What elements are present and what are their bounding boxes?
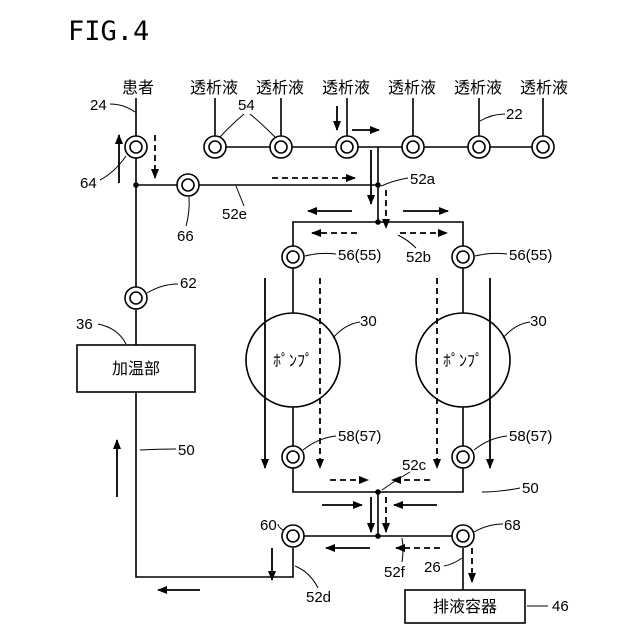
leader-line-52c xyxy=(382,472,410,490)
dialysate-label-5: 透析液 xyxy=(454,78,502,97)
leader-line-50-right xyxy=(482,488,520,492)
valve-54-5 xyxy=(468,136,490,158)
leader-line-26 xyxy=(444,558,462,566)
patient-label: 患者 xyxy=(122,78,154,97)
dialysate-label-6: 透析液 xyxy=(520,78,568,97)
dialysate-label-2: 透析液 xyxy=(256,78,304,97)
ref-66: 66 xyxy=(177,228,194,245)
leader-line-56-left xyxy=(305,253,336,256)
valve-54-1 xyxy=(204,136,226,158)
leader-line-62 xyxy=(147,284,178,293)
ref-46: 46 xyxy=(552,598,569,615)
leader-line-30-right xyxy=(503,322,530,338)
ref-56-left: 56(55) xyxy=(338,247,381,264)
ref-52a: 52a xyxy=(410,171,436,188)
junction-dot-52c xyxy=(375,489,381,495)
junction-dot-52f xyxy=(375,533,381,539)
ref-30-left: 30 xyxy=(360,313,377,330)
valve-54-4 xyxy=(402,136,424,158)
leader-line-54 xyxy=(220,114,275,137)
ref-60: 60 xyxy=(260,517,277,534)
ref-52e: 52e xyxy=(222,206,247,223)
valve-56-left xyxy=(282,246,304,268)
leader-line-50-left xyxy=(140,449,176,450)
leader-line-68 xyxy=(474,524,503,532)
valve-54-6 xyxy=(532,136,554,158)
ref-56-right: 56(55) xyxy=(509,247,552,264)
leader-line-24 xyxy=(110,104,135,112)
valve-60 xyxy=(282,525,304,547)
figure-label: FIG.4 xyxy=(68,16,149,47)
leader-line-52f xyxy=(402,538,403,562)
ref-62: 62 xyxy=(180,275,197,292)
heater-label: 加温部 xyxy=(112,359,160,378)
pump-left-label: ﾎﾟﾝﾌﾟ xyxy=(273,351,313,370)
leader-line-56-right xyxy=(475,253,507,256)
ref-58-left: 58(57) xyxy=(338,428,381,445)
valve-54-3 xyxy=(336,136,358,158)
ref-52b: 52b xyxy=(406,249,431,266)
valve-54-2 xyxy=(270,136,292,158)
ref-52c: 52c xyxy=(402,457,427,474)
valve-68 xyxy=(452,525,474,547)
ref-68: 68 xyxy=(504,517,521,534)
ref-36: 36 xyxy=(76,316,93,333)
dialysate-label-1: 透析液 xyxy=(190,78,238,97)
leader-line-52a xyxy=(381,178,408,186)
junction-dot-52b xyxy=(375,219,381,225)
ref-50-right: 50 xyxy=(522,480,539,497)
leader-line-64 xyxy=(100,156,126,180)
valve-56-right xyxy=(452,246,474,268)
valve-58-left xyxy=(282,446,304,468)
junction-dot xyxy=(133,182,139,188)
valve-66 xyxy=(177,174,199,196)
leader-line-66 xyxy=(186,197,189,226)
dialysate-label-4: 透析液 xyxy=(388,78,436,97)
ref-26: 26 xyxy=(424,559,441,576)
valve-64 xyxy=(125,136,147,158)
leader-line-52b xyxy=(398,235,416,248)
ref-52d: 52d xyxy=(306,589,331,606)
pump-right-label: ﾎﾟﾝﾌﾟ xyxy=(443,351,483,370)
leader-line-30-left xyxy=(333,322,360,338)
leader-line-36 xyxy=(98,324,126,344)
ref-54: 54 xyxy=(238,97,255,114)
ref-50-left: 50 xyxy=(178,442,195,459)
drain-container-label: 排液容器 xyxy=(433,597,497,616)
leader-line-52e xyxy=(236,186,244,206)
ref-58-right: 58(57) xyxy=(509,428,552,445)
ref-22: 22 xyxy=(506,106,523,123)
valve-58-right xyxy=(452,446,474,468)
valve-62 xyxy=(125,287,147,309)
ref-64: 64 xyxy=(80,175,97,192)
leader-line-52d xyxy=(295,566,318,588)
leader-line-60 xyxy=(278,524,283,530)
leader-line-22 xyxy=(480,114,505,121)
ref-24: 24 xyxy=(90,97,107,114)
ref-52f: 52f xyxy=(384,564,406,581)
ref-30-right: 30 xyxy=(530,313,547,330)
junction-dot-52a xyxy=(375,182,381,188)
dialysate-label-3: 透析液 xyxy=(322,78,370,97)
